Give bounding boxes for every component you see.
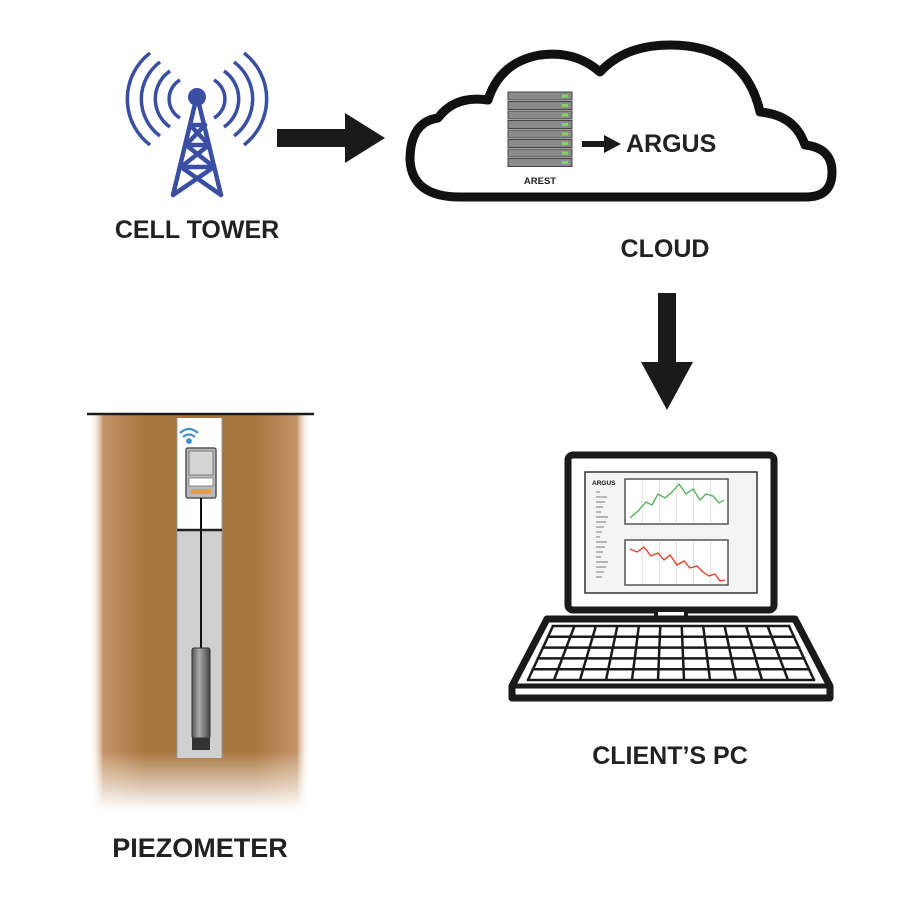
piezometer-label: PIEZOMETER [112, 833, 288, 863]
screen-line-green [629, 482, 725, 519]
data-logger-icon [185, 447, 217, 499]
arrow-tower-to-cloud [277, 113, 385, 163]
argus-screen: ARGUS [592, 478, 729, 586]
cloud-icon [405, 40, 837, 202]
argus-screen-title: ARGUS [592, 480, 616, 487]
cell-tower-icon [125, 51, 269, 198]
screen-line-red [629, 546, 726, 582]
wifi-icon [179, 427, 199, 444]
client-pc-label: CLIENT’S PC [592, 742, 748, 770]
pressure-sensor-icon [191, 647, 211, 750]
arrow-cloud-to-pc [641, 293, 693, 410]
server-rack-icon [507, 91, 573, 167]
cell-tower-label: CELL TOWER [115, 216, 279, 244]
argus-cloud-label: ARGUS [626, 130, 716, 158]
keyboard [526, 624, 816, 682]
screen-sidebar [596, 491, 608, 578]
arest-label: AREST [524, 176, 556, 187]
arrow-arest-to-argus [582, 135, 621, 153]
cloud-label: CLOUD [621, 235, 710, 263]
